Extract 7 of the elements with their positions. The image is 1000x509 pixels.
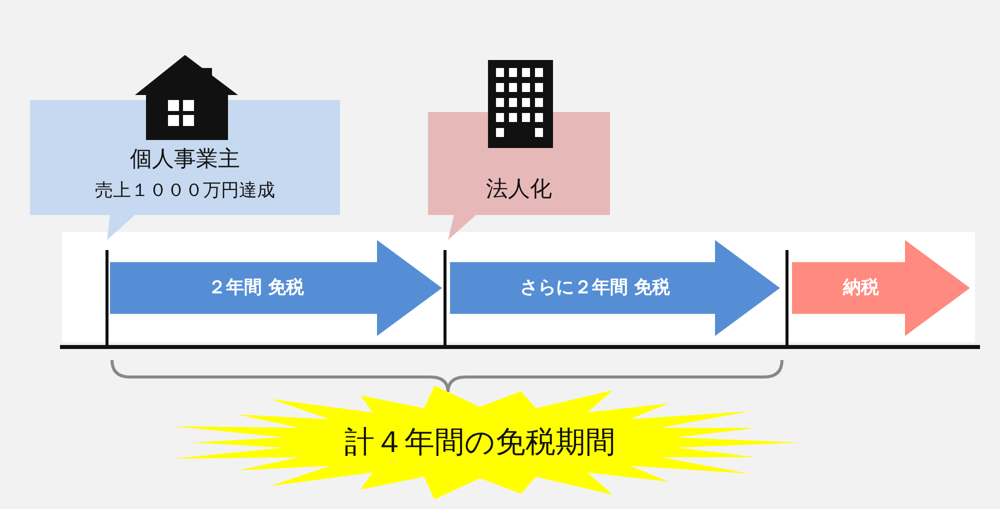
arrow-label: 納税 (842, 276, 880, 300)
arrow-label: さらに２年間 免税 (518, 276, 672, 300)
burst-text: 計４年間の免税期間 (344, 424, 616, 462)
bubble-heading: 個人事業主 (129, 146, 241, 174)
bubble-text: 法人化 (485, 176, 553, 204)
bubble-text: 売上１０００万円達成 (94, 179, 276, 204)
arrow-label: ２年間 免税 (206, 276, 306, 300)
